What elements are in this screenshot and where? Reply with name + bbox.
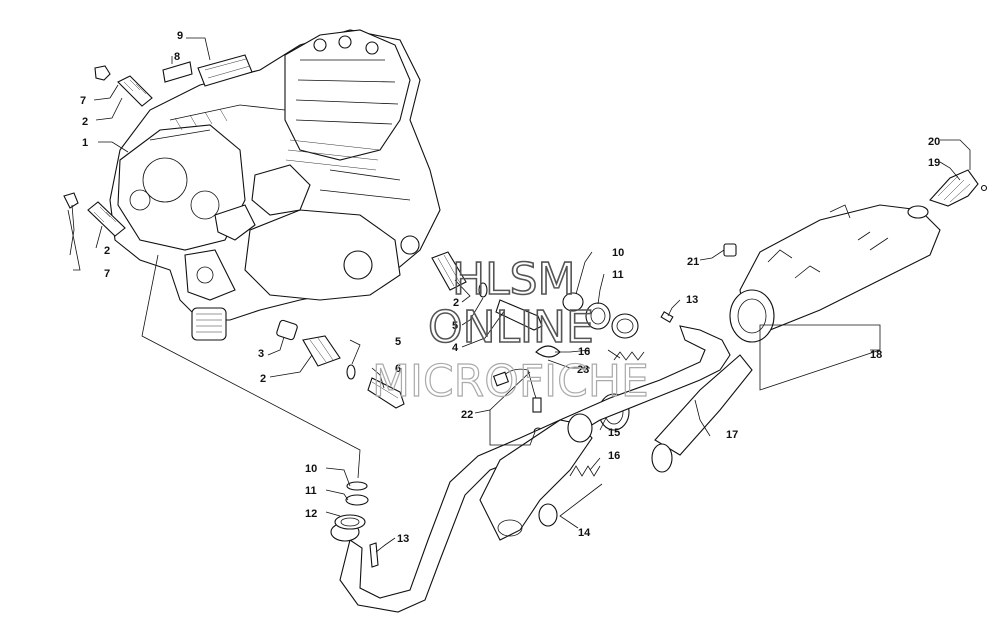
bolt-4 bbox=[495, 299, 543, 331]
bolt-6 bbox=[367, 377, 405, 409]
callout-19: 19 bbox=[928, 157, 940, 169]
spacer-3 bbox=[276, 319, 298, 341]
callout-7-upper: 7 bbox=[80, 95, 86, 107]
callout-8: 8 bbox=[174, 51, 180, 63]
engine-drawing bbox=[109, 29, 441, 341]
watermark-line2: ONLINE bbox=[428, 302, 594, 353]
gasket-11-lower bbox=[345, 494, 369, 506]
screw-13-upper bbox=[660, 311, 674, 323]
screw-13-lower bbox=[369, 542, 379, 568]
callout-13-lower: 13 bbox=[397, 533, 409, 545]
callout-6: 6 bbox=[395, 363, 401, 375]
gasket-10-upper bbox=[562, 292, 584, 312]
callout-1: 1 bbox=[82, 137, 88, 149]
callout-4: 4 bbox=[452, 342, 459, 354]
screw-20 bbox=[980, 184, 988, 192]
callout-2-lower: 2 bbox=[260, 373, 266, 385]
callout-23: 23 bbox=[577, 364, 589, 376]
stud-2-right bbox=[431, 251, 467, 291]
callout-16-lower: 16 bbox=[608, 450, 620, 462]
watermark-line1: HLSM bbox=[452, 254, 576, 305]
callout-11-upper: 11 bbox=[612, 269, 624, 281]
callout-11-lower: 11 bbox=[305, 485, 317, 497]
callout-17: 17 bbox=[726, 429, 738, 441]
gasket-11-upper bbox=[585, 302, 611, 330]
callout-18: 18 bbox=[870, 349, 882, 361]
callout-12: 12 bbox=[305, 508, 317, 520]
callout-13-upper: 13 bbox=[686, 294, 698, 306]
stud-2-lower bbox=[302, 335, 341, 367]
stud-upper bbox=[94, 65, 153, 107]
spring-16-upper bbox=[613, 351, 645, 361]
callout-9: 9 bbox=[177, 30, 183, 42]
callout-16-upper: 16 bbox=[578, 346, 590, 358]
callout-20: 20 bbox=[928, 136, 940, 148]
callout-21: 21 bbox=[687, 256, 699, 268]
callout-2-left: 2 bbox=[104, 245, 110, 257]
callout-22: 22 bbox=[461, 409, 473, 421]
watermark: HLSM ONLINE MICROFICHE bbox=[371, 253, 649, 407]
exhaust-pipe-17 bbox=[330, 325, 753, 613]
flange-upper bbox=[611, 313, 639, 339]
callout-3: 3 bbox=[258, 348, 264, 360]
callout-labels: 7 2 1 8 9 2 7 3 2 5 6 2 5 4 10 11 16 23 … bbox=[80, 30, 940, 545]
callout-5-lower: 5 bbox=[395, 336, 401, 348]
decal-8 bbox=[162, 61, 193, 83]
grommet-21 bbox=[723, 243, 737, 257]
callout-2-upper: 2 bbox=[82, 116, 88, 128]
leader-lines bbox=[67, 37, 971, 553]
muffler-18 bbox=[729, 204, 941, 343]
callout-10-lower: 10 bbox=[305, 463, 317, 475]
callout-10-upper: 10 bbox=[612, 247, 624, 259]
stud-lower bbox=[63, 192, 126, 237]
callout-2-right: 2 bbox=[453, 297, 459, 309]
callout-15: 15 bbox=[608, 427, 620, 439]
callout-14: 14 bbox=[578, 527, 591, 539]
callout-5-right: 5 bbox=[452, 320, 458, 332]
flange-12 bbox=[334, 514, 366, 530]
washer-5-right bbox=[478, 282, 488, 298]
callout-7-lower: 7 bbox=[104, 268, 110, 280]
washer-5-lower bbox=[346, 364, 356, 380]
seal-ring-14 bbox=[538, 503, 558, 527]
spring-16-lower bbox=[569, 465, 601, 477]
decal-9 bbox=[197, 54, 253, 87]
gasket-10-lower bbox=[346, 481, 368, 491]
spark-arrester-19 bbox=[929, 169, 979, 207]
watermark-line3: MICROFICHE bbox=[372, 356, 649, 407]
